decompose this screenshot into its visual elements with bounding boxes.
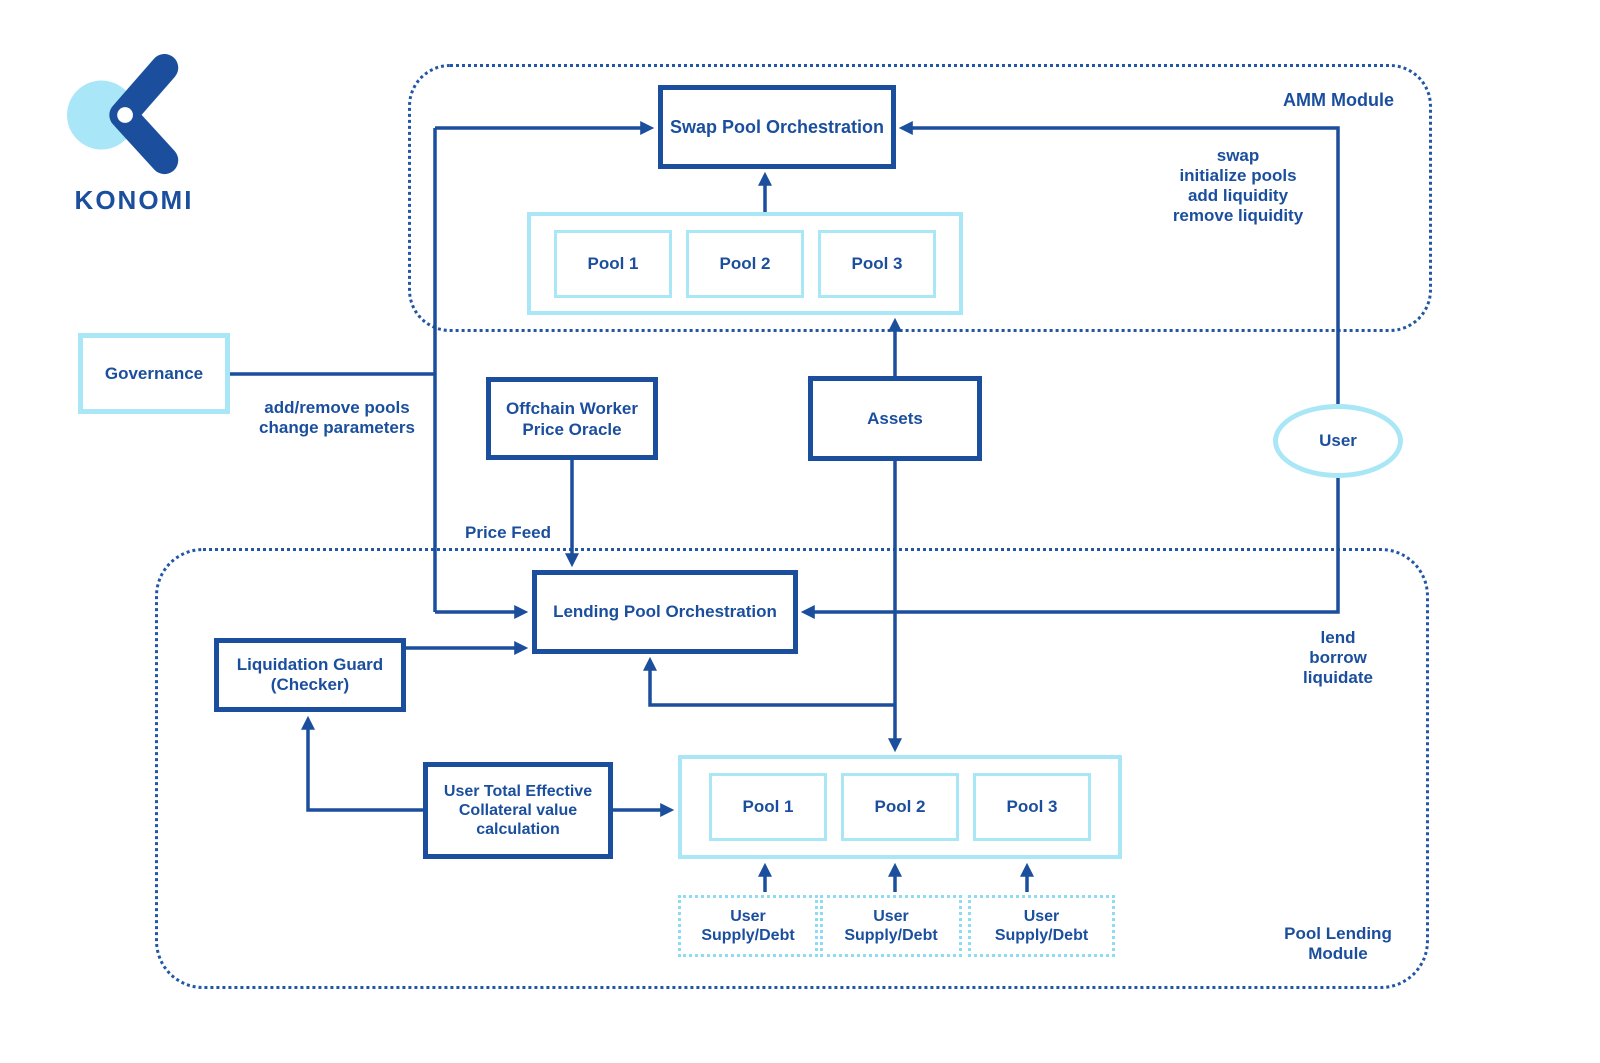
oracle-line2: Price Oracle (522, 419, 622, 439)
lending-action-borrow: borrow (1309, 648, 1367, 667)
lending-action-liquidate: liquidate (1303, 668, 1373, 687)
assets-box: Assets (808, 376, 982, 461)
konomi-logo: KONOMI (66, 52, 206, 216)
governance-box: Governance (78, 333, 230, 414)
user-supply-debt-2-line2: Supply/Debt (844, 927, 938, 944)
amm-module-label: AMM Module (1283, 90, 1394, 110)
pool-lending-module-label-line1: Pool Lending (1284, 924, 1392, 943)
amm-pool-1-label: Pool 1 (587, 253, 639, 273)
user-supply-debt-2: User Supply/Debt (820, 895, 962, 957)
lending-pool-1-label: Pool 1 (742, 797, 794, 816)
user-supply-debt-1-line1: User (730, 908, 766, 925)
konomi-logo-icon (66, 53, 179, 175)
liquidation-guard-line2: (Checker) (270, 675, 350, 694)
brand-name: KONOMI (74, 185, 194, 215)
lending-user-actions-text: lend borrow liquidate (1278, 628, 1398, 688)
collateral-calc-line3: calculation (476, 821, 560, 838)
line-governance-trunk (230, 128, 437, 612)
lending-pool-3-label: Pool 3 (1006, 797, 1058, 816)
amm-pool-3-label: Pool 3 (851, 253, 903, 273)
governance-note-line1: add/remove pools (264, 398, 410, 417)
pool-lending-module-label: Pool Lending Module (1248, 924, 1428, 964)
user-ellipse: User (1273, 404, 1403, 478)
amm-pool-2: Pool 2 (686, 229, 804, 298)
liquidation-guard-box: Liquidation Guard (Checker) (214, 638, 406, 712)
user-label: User (1319, 431, 1357, 451)
liquidation-guard-line1: Liquidation Guard (236, 655, 384, 674)
amm-pool-3: Pool 3 (818, 229, 936, 298)
amm-pools-container: Pool 1 Pool 2 Pool 3 (527, 212, 963, 315)
amm-action-add-liquidity: add liquidity (1187, 186, 1289, 205)
amm-action-swap: swap (1216, 146, 1260, 165)
offchain-worker-price-oracle-box: Offchain Worker Price Oracle (486, 377, 658, 460)
amm-action-initialize-pools: initialize pools (1179, 166, 1297, 185)
lending-pool-orchestration-box: Lending Pool Orchestration (532, 570, 798, 654)
price-feed-label: Price Feed (465, 523, 551, 542)
amm-user-actions-text: swap initialize pools add liquidity remo… (1138, 146, 1338, 226)
collateral-calculation-box: User Total Effective Collateral value ca… (423, 762, 613, 859)
lending-pool-1: Pool 1 (709, 773, 827, 841)
lending-pool-orchestration-label: Lending Pool Orchestration (553, 602, 777, 622)
pool-lending-module-label-line2: Module (1308, 944, 1368, 963)
user-supply-debt-1: User Supply/Debt (678, 895, 818, 957)
lending-pool-2-label: Pool 2 (874, 797, 926, 816)
user-supply-debt-3-line2: Supply/Debt (994, 927, 1089, 944)
oracle-line1: Offchain Worker (506, 398, 638, 418)
collateral-calc-line1: User Total Effective (443, 783, 593, 800)
user-supply-debt-3: User Supply/Debt (968, 895, 1115, 957)
governance-label: Governance (104, 363, 204, 383)
pool-lending-module-container (155, 548, 1429, 989)
user-supply-debt-1-line2: Supply/Debt (701, 927, 795, 944)
lending-pool-3: Pool 3 (973, 773, 1091, 841)
swap-pool-orchestration-label: Swap Pool Orchestration (669, 116, 885, 137)
user-supply-debt-2-line1: User (873, 908, 909, 925)
assets-label: Assets (867, 408, 923, 428)
amm-action-remove-liquidity: remove liquidity (1172, 206, 1304, 225)
governance-note-text: add/remove pools change parameters (240, 398, 434, 438)
swap-pool-orchestration-box: Swap Pool Orchestration (658, 85, 896, 169)
collateral-calc-line2: Collateral value (458, 802, 578, 819)
lending-pools-container: Pool 1 Pool 2 Pool 3 (678, 755, 1122, 859)
lending-action-lend: lend (1320, 628, 1356, 647)
lending-pool-2: Pool 2 (841, 773, 959, 841)
user-supply-debt-3-line1: User (1023, 908, 1060, 925)
amm-pool-2-label: Pool 2 (719, 253, 771, 273)
amm-pool-1: Pool 1 (554, 229, 672, 298)
governance-note-line2: change parameters (259, 418, 415, 437)
